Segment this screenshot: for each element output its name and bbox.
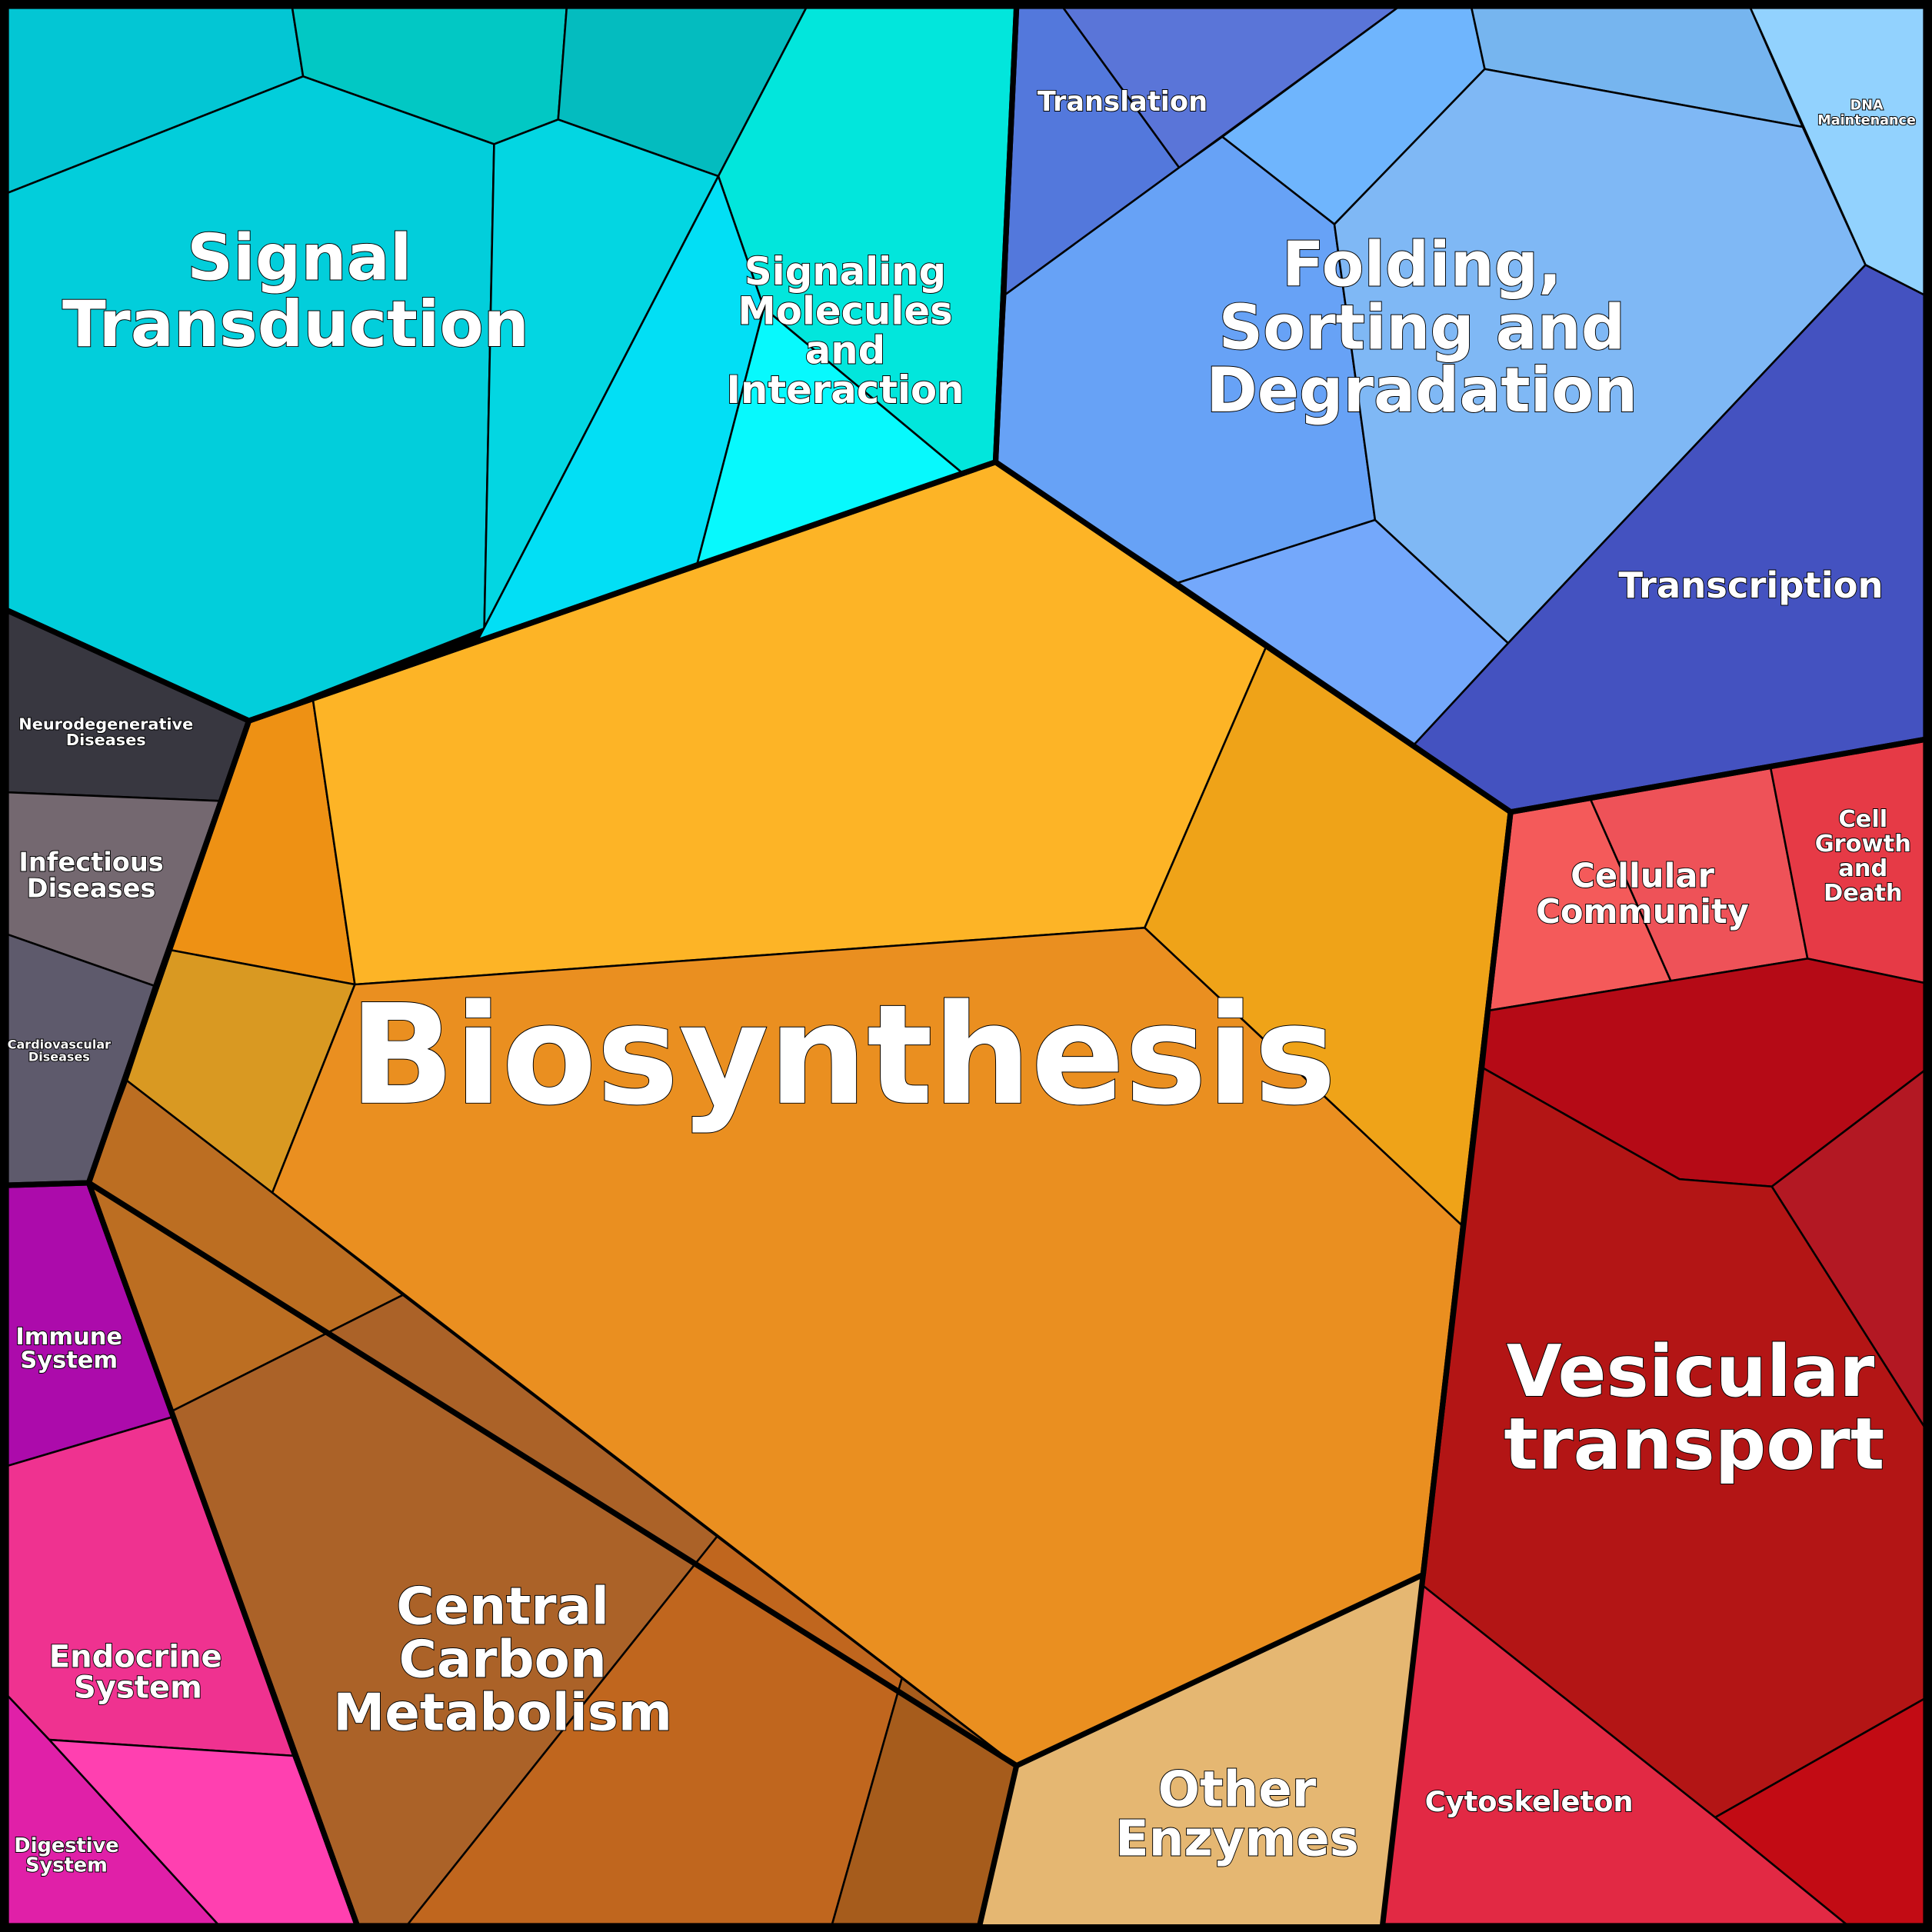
label-transcription: Transcription — [1618, 565, 1883, 606]
cells — [5, 5, 1927, 1927]
label-cytoskeleton: Cytoskeleton — [1425, 1785, 1634, 1818]
cell-signal-transduction — [5, 75, 495, 722]
label-translation: Translation — [1038, 86, 1208, 118]
label-biosynthesis: Biosynthesis — [349, 975, 1336, 1136]
